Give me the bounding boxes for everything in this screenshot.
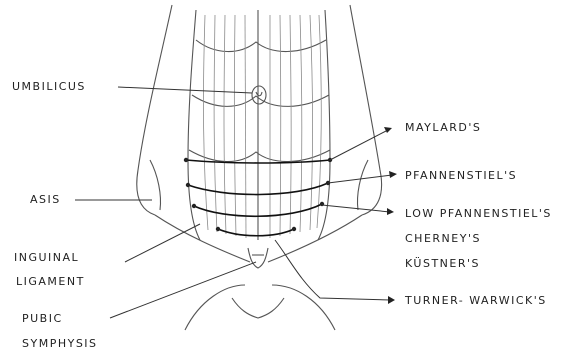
label-pubic-line2: SYMPHYSIS <box>22 338 98 350</box>
torso-outline <box>137 5 382 330</box>
label-kustner: KÜSTNER'S <box>405 258 480 270</box>
label-asis: ASIS <box>30 194 61 206</box>
cherney-kustner-incision <box>218 229 294 236</box>
rectus-abdominis <box>188 10 330 240</box>
label-pfannenstiel: PFANNENSTIEL'S <box>405 170 517 182</box>
leader-lines <box>75 87 397 318</box>
label-inguinal-line1: INGUINAL <box>14 252 79 264</box>
label-maylards: MAYLARD'S <box>405 122 481 134</box>
umbilicus-mark <box>252 86 266 104</box>
label-low-pfannenstiel: LOW PFANNENSTIEL'S <box>405 208 552 220</box>
label-pubic-line1: PUBIC <box>22 313 63 325</box>
label-cherney: CHERNEY'S <box>405 233 481 245</box>
label-inguinal-line2: LIGAMENT <box>16 276 85 288</box>
label-turner-warwick: TURNER- WARWICK'S <box>405 295 547 307</box>
label-umbilicus: UMBILICUS <box>12 81 86 93</box>
